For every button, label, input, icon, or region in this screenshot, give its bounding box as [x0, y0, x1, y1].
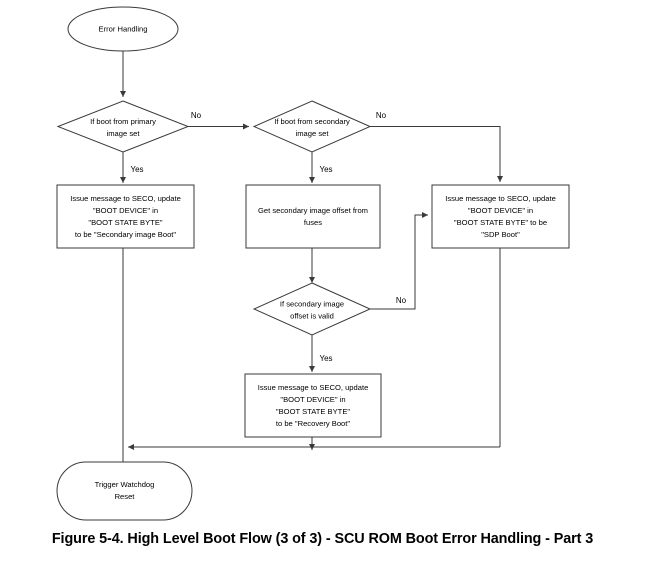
process-recovery-boot-line-3: "BOOT STATE BYTE": [276, 407, 350, 416]
node-end-trigger-watchdog-reset[interactable]: Trigger Watchdog Reset: [56, 461, 193, 521]
node-process-recovery-boot[interactable]: Issue message to SECO, update "BOOT DEVI…: [244, 373, 382, 438]
decision-secondary-shape: [252, 100, 372, 153]
node-process-get-offset[interactable]: Get secondary image offset from fuses: [245, 184, 381, 249]
process-sdp-boot-line-2: "BOOT DEVICE" in: [468, 206, 533, 215]
decision-primary-label-line-2: image set: [107, 129, 141, 138]
node-decision-secondary[interactable]: If boot from secondary image set: [252, 100, 372, 153]
process-recovery-boot-shape: [244, 373, 382, 438]
decision-offset-valid-shape: [252, 282, 372, 336]
process-secondary-image-boot-line-1: Issue message to SECO, update: [70, 194, 181, 203]
edge-label-primary-no: No: [191, 111, 202, 120]
edge-label-offset-no: No: [396, 296, 407, 305]
figure-caption: Figure 5-4. High Level Boot Flow (3 of 3…: [51, 531, 594, 547]
process-sdp-boot-shape: [431, 184, 570, 249]
edges-layer: [120, 51, 503, 469]
node-decision-offset-valid[interactable]: If secondary image offset is valid: [252, 282, 372, 336]
process-recovery-boot-line-2: "BOOT DEVICE" in: [280, 395, 345, 404]
process-recovery-boot-line-1: Issue message to SECO, update: [258, 383, 369, 392]
process-sdp-boot-line-1: Issue message to SECO, update: [445, 194, 556, 203]
edge-labels-layer: No Yes No Yes No Yes: [130, 111, 406, 363]
node-decision-primary[interactable]: If boot from primary image set: [56, 100, 190, 153]
process-get-offset-shape: [245, 184, 381, 249]
node-process-sdp-boot[interactable]: Issue message to SECO, update "BOOT DEVI…: [431, 184, 570, 249]
process-recovery-boot-line-4: to be "Recovery Boot": [276, 419, 350, 428]
edge-secondary-no-to-sdp: [370, 126, 503, 182]
decision-offset-valid-label-line-1: If secondary image: [280, 300, 344, 309]
process-get-offset-line-1: Get secondary image offset from: [258, 206, 368, 215]
edge-label-primary-yes: Yes: [130, 165, 143, 174]
end-label-line-2: Reset: [115, 492, 136, 501]
process-get-offset-line-2: fuses: [304, 218, 322, 227]
node-start-error-handling[interactable]: Error Handling: [67, 6, 179, 52]
start-label-line-1: Error Handling: [99, 25, 148, 34]
decision-offset-valid-label-line-2: offset is valid: [290, 312, 334, 321]
decision-primary-shape: [56, 100, 190, 153]
edge-label-offset-yes: Yes: [319, 354, 332, 363]
process-secondary-image-boot-line-3: "BOOT STATE BYTE": [88, 218, 162, 227]
process-sdp-boot-line-4: "SDP Boot": [481, 230, 520, 239]
node-process-secondary-image-boot[interactable]: Issue message to SECO, update "BOOT DEVI…: [56, 184, 195, 249]
edge-label-secondary-yes: Yes: [319, 165, 332, 174]
process-secondary-image-boot-line-4: to be "Secondary image Boot": [75, 230, 177, 239]
process-secondary-image-boot-shape: [56, 184, 195, 249]
process-secondary-image-boot-line-2: "BOOT DEVICE" in: [93, 206, 158, 215]
end-rounded-shape: [56, 461, 193, 521]
edge-label-secondary-no: No: [376, 111, 387, 120]
edge-offset-no-to-sdp: [370, 212, 428, 310]
decision-secondary-label-line-1: If boot from secondary: [274, 117, 350, 126]
decision-secondary-label-line-2: image set: [296, 129, 330, 138]
start-ellipse-shape: [67, 6, 179, 52]
decision-primary-label-line-1: If boot from primary: [90, 117, 156, 126]
process-sdp-boot-line-3: "BOOT STATE BYTE" to be: [454, 218, 547, 227]
end-label-line-1: Trigger Watchdog: [95, 480, 155, 489]
flowchart-canvas: Error Handling If boot from primary imag…: [56, 6, 570, 521]
